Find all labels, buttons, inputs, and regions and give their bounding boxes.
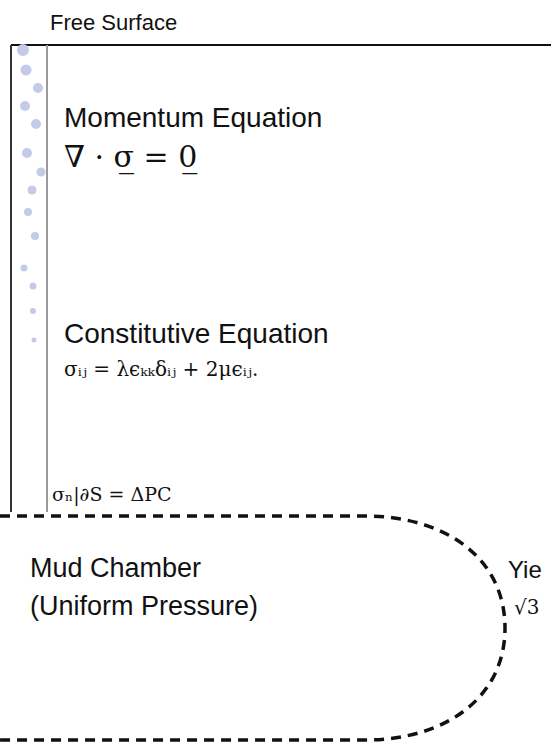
bubble (30, 283, 37, 290)
equation: ∇ · σ̲ = 0̲ (62, 140, 199, 175)
yield-label: Yie (506, 556, 544, 584)
region-label: Mud Chamber (Uniform Pressure) (30, 549, 292, 625)
boundary-condition: σₙ|∂S = ΔPC (50, 484, 173, 506)
bubble (20, 101, 30, 111)
bubble (32, 338, 37, 343)
chamber-boundary (0, 516, 505, 740)
mud-chamber: Mud Chamber (Uniform Pressure) (0, 515, 508, 743)
equation: σᵢⱼ = λϵₖₖδᵢⱼ + 2μϵᵢⱼ. (62, 358, 260, 381)
well-wall (10, 45, 12, 512)
bubble (30, 308, 36, 314)
bubble (28, 186, 37, 195)
bubble (33, 83, 43, 93)
bubble (21, 265, 28, 272)
bubble (22, 148, 32, 158)
bubble (17, 44, 29, 56)
bubble (21, 65, 32, 76)
bubble (31, 232, 39, 240)
yield-equation: √3 (512, 596, 541, 619)
chamber-outline (0, 515, 508, 743)
bubble (37, 168, 46, 177)
bubble (24, 208, 32, 216)
bubbles (17, 44, 46, 343)
bubble (31, 119, 41, 129)
equation-title: Constitutive Equation (62, 318, 331, 350)
free-surface-line (11, 44, 551, 46)
surface-label: Free Surface (48, 10, 179, 35)
equation-title: Momentum Equation (62, 102, 324, 134)
conduit-wall (46, 45, 48, 512)
